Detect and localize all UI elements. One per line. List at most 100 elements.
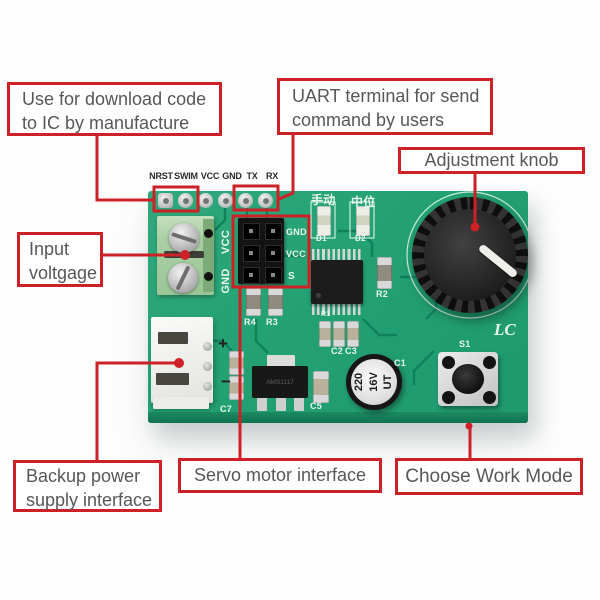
button-corner-pin — [483, 391, 496, 404]
polarity-plus: + — [218, 334, 228, 353]
ic-pins-bottom — [312, 303, 362, 315]
capacitor-smd — [319, 321, 331, 347]
main-ic — [311, 260, 363, 304]
regulator-tab — [267, 355, 295, 367]
pad-rx — [258, 193, 273, 208]
capacitor-smd — [347, 321, 359, 347]
ic-pin1-dot — [316, 293, 321, 298]
regulator-leg — [276, 397, 286, 411]
designator-c7: C7 — [220, 404, 233, 414]
button-cap — [452, 364, 484, 394]
jst-connector — [151, 317, 213, 403]
pad-hole — [202, 197, 209, 204]
connector-pin — [203, 342, 212, 351]
pad-hole — [162, 197, 169, 204]
callout-servo-interface-box: Servo motor interface — [178, 458, 382, 493]
pin-label-swim: SWIM — [174, 171, 198, 181]
callout-work-mode-box: Choose Work Mode — [395, 458, 583, 495]
pin-label-tx: TX — [246, 171, 258, 181]
terminal-screw — [168, 263, 198, 293]
designator-d2: D2 — [355, 234, 366, 243]
leader-uart — [278, 135, 295, 201]
terminal-screw — [169, 223, 199, 253]
button-corner-pin — [483, 356, 496, 369]
header-socket — [265, 245, 282, 262]
pad-hole — [242, 197, 249, 204]
mode-led-d2 — [356, 206, 370, 236]
pad-hole — [222, 197, 229, 204]
designator-r1: R1 — [321, 311, 331, 318]
pin-label-gnd: GND — [222, 171, 242, 181]
designator-c5: C5 — [310, 401, 323, 411]
socket-pin — [249, 273, 253, 277]
capacitor-c7b — [229, 376, 244, 400]
header-socket — [265, 267, 282, 284]
designator-c2: C2 — [331, 346, 344, 356]
designator-c1: C1 — [394, 358, 407, 368]
pin-label-nrst: NRST — [149, 171, 173, 181]
callout-download-line1: Use for download code — [22, 89, 207, 109]
callout-input-line2: voltgage — [29, 262, 98, 283]
header-socket — [243, 245, 260, 262]
connector-lip — [153, 397, 209, 409]
designator-d1: D1 — [316, 234, 327, 243]
socket-pin — [249, 229, 253, 233]
capacitor-series: UT — [382, 374, 395, 390]
terminal-wire-hole — [204, 229, 213, 238]
silk-vcc-label: VCC — [220, 229, 232, 255]
pad-hole — [182, 197, 189, 204]
pad-swim — [178, 193, 193, 208]
brand-lc: LC — [494, 320, 516, 339]
silk-gnd-label: GND — [220, 268, 232, 294]
capacitor-value: 220 — [353, 372, 366, 392]
resistor-r3 — [268, 288, 283, 316]
terminal-wire-hole — [204, 272, 213, 281]
callout-work-mode-label: Choose Work Mode — [405, 465, 573, 487]
ic-pins-top — [312, 249, 362, 261]
button-corner-pin — [442, 391, 455, 404]
pad-gnd — [218, 193, 233, 208]
leader-dot-work-mode — [465, 422, 473, 430]
callout-servo-label: Servo motor interface — [193, 465, 367, 485]
resistor-r4 — [246, 288, 261, 316]
header-label-vcc: VCC — [286, 249, 306, 259]
header-socket — [243, 267, 260, 284]
callout-adjustment-knob-label: Adjustment knob — [424, 150, 559, 170]
header-label-gnd: GND — [286, 227, 307, 237]
button-corner-pin — [442, 356, 455, 369]
pad-vcc — [198, 193, 213, 208]
polarity-minus: − — [221, 372, 231, 391]
callout-input-voltage-box: Input voltgage — [17, 232, 103, 287]
knob-top — [424, 209, 516, 301]
pad-hole — [262, 197, 269, 204]
capacitor-smd — [333, 321, 345, 347]
callout-download-box: Use for download code to IC by manufactu… — [7, 82, 222, 136]
pad-nrst — [158, 193, 173, 208]
designator-r2: R2 — [376, 289, 389, 299]
callout-uart-box: UART terminal for send command by users — [277, 78, 493, 135]
connector-pin — [203, 382, 212, 391]
connector-slot — [158, 332, 188, 344]
designator-r3: R3 — [266, 317, 279, 327]
callout-input-line1: Input — [29, 239, 70, 259]
regulator-leg — [257, 397, 267, 411]
pin-label-rx: RX — [265, 171, 279, 181]
connector-slot — [156, 373, 189, 385]
designator-c3: C3 — [345, 346, 358, 356]
header-label-s: S — [288, 271, 295, 282]
leader-download — [95, 136, 153, 202]
capacitor-text: 220 16V UT — [352, 372, 396, 392]
header-socket — [243, 223, 260, 240]
capacitor-c5 — [313, 371, 329, 403]
mode-led-d1 — [317, 206, 331, 236]
designator-s1: S1 — [459, 339, 471, 349]
voltage-regulator: AMS1117 — [252, 366, 308, 398]
callout-uart-line1: UART terminal for send — [292, 86, 480, 106]
socket-pin — [271, 229, 275, 233]
capacitor-c7a — [229, 351, 244, 375]
header-socket — [265, 223, 282, 240]
callout-backup-power-box: Backup power supply interface — [13, 460, 162, 512]
silk-manual-label: 手动 — [311, 193, 336, 207]
capacitor-voltage: 16V — [367, 372, 380, 392]
